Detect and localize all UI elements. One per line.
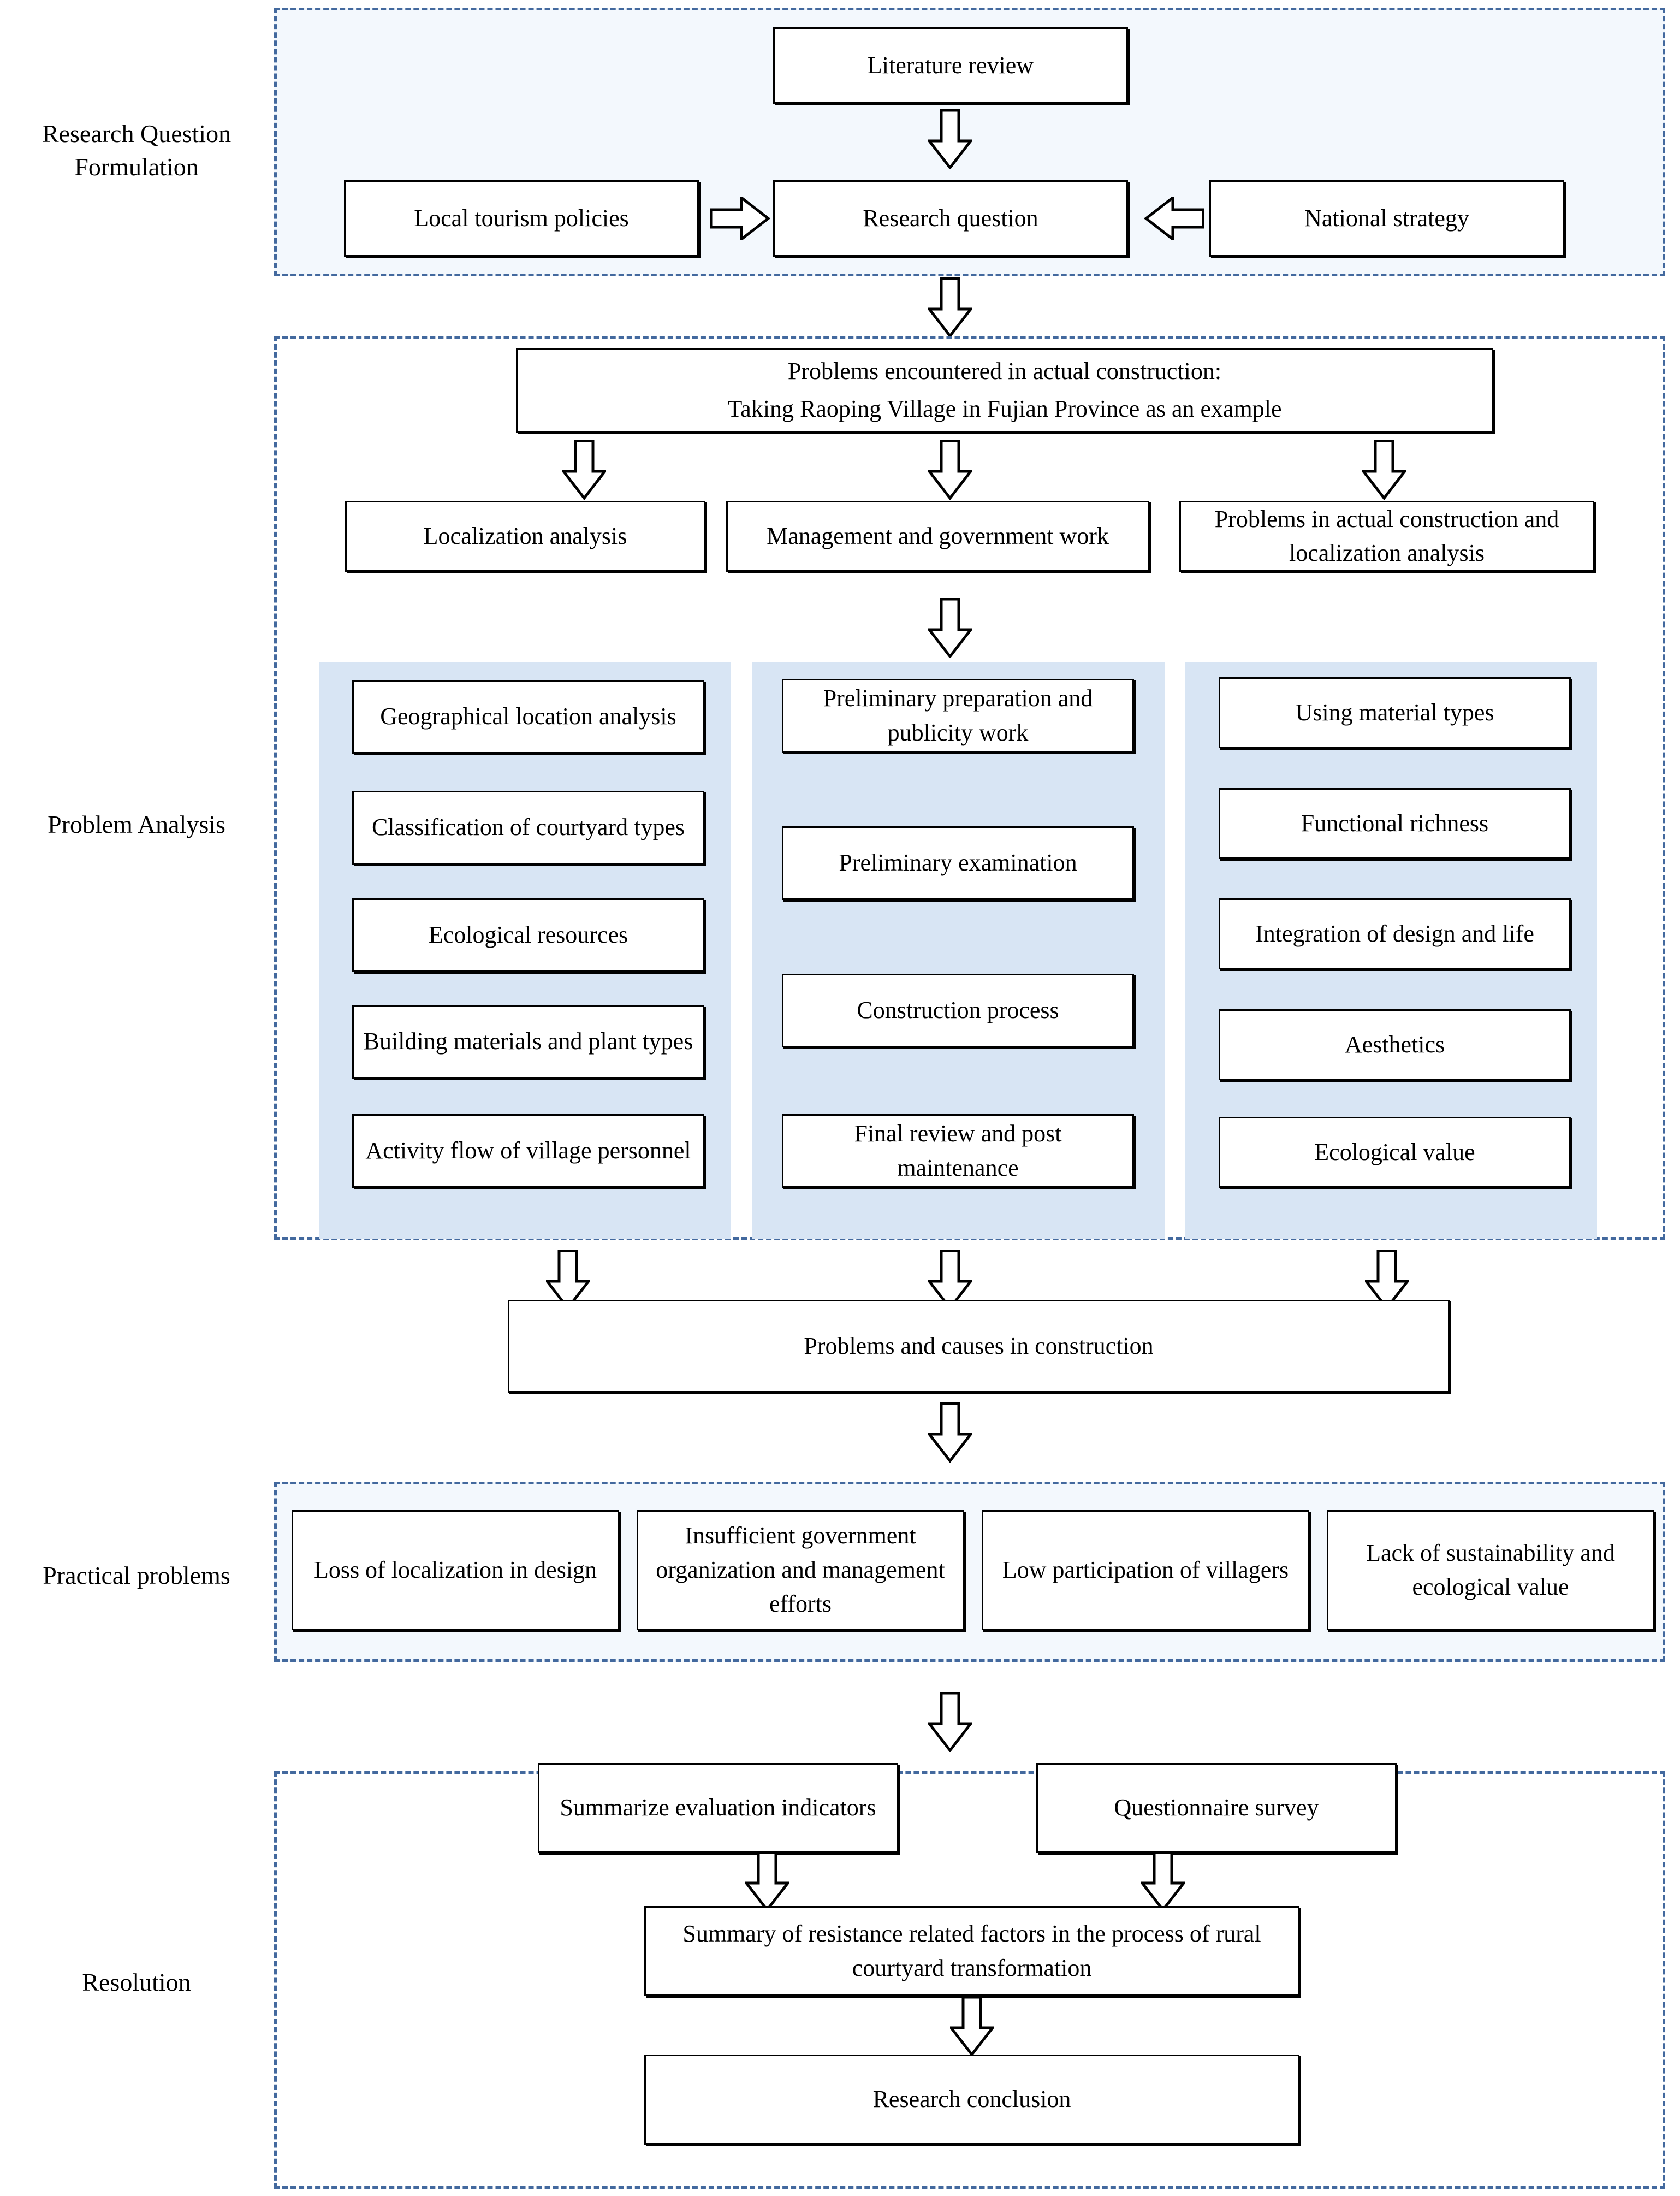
arrow-down-to-management-work [928, 440, 972, 500]
arrow-down-column3-to-problems-causes [1365, 1250, 1409, 1310]
node-summarize-evaluation-indicators[interactable]: Summarize evaluation indicators [538, 1763, 898, 1853]
node-questionnaire-survey[interactable]: Questionnaire survey [1036, 1763, 1397, 1853]
problems-encountered-line2: Taking Raoping Village in Fujian Provinc… [727, 395, 1282, 422]
column2-item-2[interactable]: Construction process [782, 974, 1134, 1047]
practical-problem-0[interactable]: Loss of localization in design [292, 1510, 619, 1630]
node-management-and-government-work[interactable]: Management and government work [726, 501, 1149, 572]
column3-item-1[interactable]: Functional richness [1219, 788, 1571, 859]
stage-label-practical-problems: Practical problems [11, 1559, 262, 1593]
column1-item-1[interactable]: Classification of courtyard types [352, 791, 704, 865]
column3-item-0[interactable]: Using material types [1219, 677, 1571, 748]
arrow-down-survey-to-summary [1141, 1851, 1185, 1911]
arrow-down-problems-causes-to-practical [928, 1402, 972, 1463]
practical-problem-2[interactable]: Low participation of villagers [982, 1510, 1309, 1630]
column1-item-4[interactable]: Activity flow of village personnel [352, 1114, 704, 1188]
column3-item-4[interactable]: Ecological value [1219, 1117, 1571, 1188]
arrow-down-to-localization-analysis [562, 440, 606, 500]
node-research-conclusion[interactable]: Research conclusion [644, 2055, 1299, 2145]
arrow-down-practical-to-resolution [928, 1692, 972, 1752]
node-problems-encountered[interactable]: Problems encountered in actual construct… [516, 348, 1493, 433]
arrow-left-strategy-to-question [1144, 197, 1204, 240]
stage-label-line1: Resolution [82, 1968, 191, 1996]
stage-label-line2: Formulation [74, 152, 199, 181]
stage-label-resolution: Resolution [11, 1966, 262, 1999]
column1-item-3[interactable]: Building materials and plant types [352, 1005, 704, 1079]
stage-label-research-question-formulation: Research Question Formulation [11, 117, 262, 184]
stage-label-line1: Problem Analysis [48, 810, 225, 838]
node-localization-analysis[interactable]: Localization analysis [345, 501, 705, 572]
arrow-down-management-to-panel [928, 598, 972, 658]
stage-label-line1: Research Question [41, 120, 231, 147]
column2-item-3[interactable]: Final review and post maintenance [782, 1114, 1134, 1188]
arrow-down-indicators-to-summary [745, 1851, 789, 1911]
node-problems-in-actual-construction[interactable]: Problems in actual construction and loca… [1179, 501, 1594, 572]
arrow-down-to-problems-actual-construction [1362, 440, 1406, 500]
node-problems-and-causes[interactable]: Problems and causes in construction [508, 1300, 1450, 1393]
column1-item-2[interactable]: Ecological resources [352, 898, 704, 972]
node-summary-of-resistance-factors[interactable]: Summary of resistance related factors in… [644, 1906, 1299, 1996]
arrow-down-summary-to-conclusion [950, 1996, 994, 2056]
node-literature-review[interactable]: Literature review [773, 27, 1128, 104]
column2-item-0[interactable]: Preliminary preparation and publicity wo… [782, 679, 1134, 753]
column3-item-3[interactable]: Aesthetics [1219, 1009, 1571, 1080]
column3-item-2[interactable]: Integration of design and life [1219, 898, 1571, 969]
arrow-down-stage1-to-stage2 [928, 277, 972, 338]
arrow-down-column2-to-problems-causes [928, 1250, 972, 1310]
arrow-down-column1-to-problems-causes [546, 1250, 590, 1310]
arrow-down-literature-to-question [928, 109, 972, 169]
practical-problem-1[interactable]: Insufficient government organization and… [637, 1510, 964, 1630]
problems-encountered-line1: Problems encountered in actual construct… [787, 358, 1222, 385]
stage-label-problem-analysis: Problem Analysis [11, 808, 262, 842]
arrow-right-policies-to-question [710, 197, 770, 240]
practical-problem-3[interactable]: Lack of sustainability and ecological va… [1327, 1510, 1654, 1630]
node-research-question[interactable]: Research question [773, 180, 1128, 257]
column1-item-0[interactable]: Geographical location analysis [352, 680, 704, 754]
node-local-tourism-policies[interactable]: Local tourism policies [344, 180, 699, 257]
stage-label-line1: Practical problems [43, 1561, 230, 1589]
column2-item-1[interactable]: Preliminary examination [782, 826, 1134, 900]
node-national-strategy[interactable]: National strategy [1209, 180, 1564, 257]
